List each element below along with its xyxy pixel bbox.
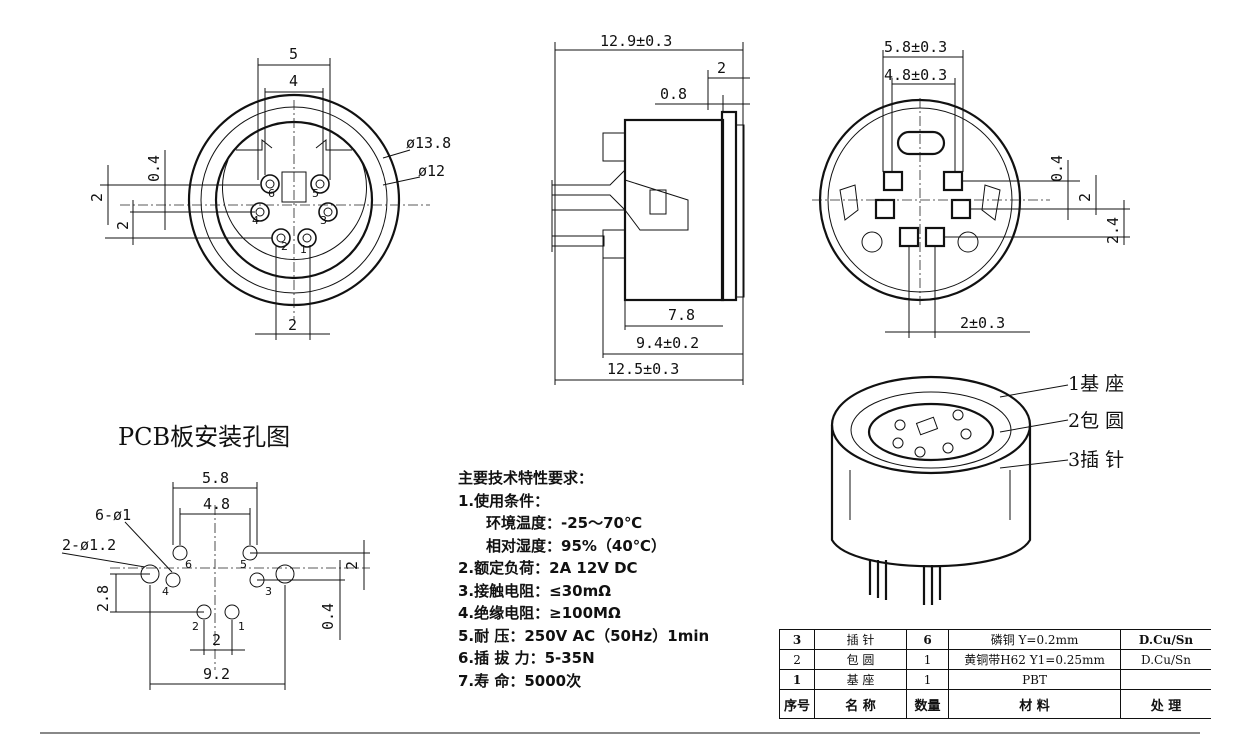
bom-material: PBT xyxy=(948,669,1122,690)
bom-header-finish: 处 理 xyxy=(1120,689,1212,719)
pcb-pin-2: 2 xyxy=(192,620,199,633)
pcb-pin-3: 3 xyxy=(265,585,272,598)
specs-title: 主要技术特性要求： xyxy=(458,469,594,487)
spec-item: 5.耐 压：250V AC（50Hz）1min xyxy=(458,626,710,645)
isometric-view: 1基 座 2包 圆 3插 针 xyxy=(830,373,1124,605)
bom-material: 磷铜 Y=0.2mm xyxy=(948,629,1122,650)
side-dim-12.5: 12.5±0.3 xyxy=(607,360,679,378)
front-pin-2: 2 xyxy=(281,240,288,253)
pcb-title: PCB板安装孔图 xyxy=(118,423,290,451)
bom-header-no: 序号 xyxy=(778,689,816,719)
spec-item: 6.插 拔 力：5-35N xyxy=(458,649,595,667)
spec-item: 3.接触电阻：≤30mΩ xyxy=(458,581,611,600)
bom-qty: 1 xyxy=(906,649,950,670)
part-label-shell: 2包 圆 xyxy=(1068,410,1124,432)
rear-dim-2: 2 xyxy=(1076,193,1094,202)
spec-item: 2.额定负荷：2A 12V DC xyxy=(458,559,638,577)
front-pin-1: 1 xyxy=(300,243,307,256)
front-pin-4: 4 xyxy=(252,214,259,227)
bom-no: 2 xyxy=(778,649,816,670)
pcb-dim-4.8: 4.8 xyxy=(203,495,230,513)
side-dim-2: 2 xyxy=(717,59,726,77)
bom-name: 基 座 xyxy=(814,669,908,690)
rear-view: 5.8±0.3 4.8±0.3 0.4 2 2.4 2±0.3 xyxy=(812,38,1130,338)
pcb-pin-5: 5 xyxy=(240,558,247,571)
technical-requirements: 主要技术特性要求： 1.使用条件： 环境温度：-25～70℃ 相对湿度：95%（… xyxy=(458,467,778,692)
pcb-dim-9.2: 9.2 xyxy=(203,665,230,683)
pcb-pin-4: 4 xyxy=(162,585,169,598)
front-dim-bottom: 2 xyxy=(288,316,297,334)
bom-no: 1 xyxy=(778,669,816,690)
spec-item: 4.绝缘电阻：≥100MΩ xyxy=(458,604,621,622)
table-row: 3 插 针 6 磷铜 Y=0.2mm D.Cu/Sn xyxy=(778,629,1212,650)
bom-qty: 1 xyxy=(906,669,950,690)
bom-finish xyxy=(1120,669,1212,690)
rear-dim-5.8: 5.8±0.3 xyxy=(884,38,947,56)
bom-finish: D.Cu/Sn xyxy=(1120,629,1212,650)
bom-material: 黄铜带H62 Y1=0.25mm xyxy=(948,649,1122,670)
front-view: 6 5 4 3 2 1 5 4 0.4 2 2 2 ø13.8 xyxy=(88,45,451,340)
pcb-dim-2-vertical: 2 xyxy=(343,561,361,570)
front-dim-04: 0.4 xyxy=(145,155,163,182)
pcb-dim-2.8: 2.8 xyxy=(94,585,112,612)
diameter-outer: ø13.8 xyxy=(406,134,451,152)
side-dim-0.8: 0.8 xyxy=(660,85,687,103)
pcb-layout: PCB板安装孔图 6 5 4 3 2 1 5.8 4.8 6-ø1 2-ø1.2… xyxy=(61,423,370,690)
table-row: 2 包 圆 1 黄铜带H62 Y1=0.25mm D.Cu/Sn xyxy=(778,649,1212,670)
part-label-base: 1基 座 xyxy=(1068,373,1124,395)
side-dim-12.9: 12.9±0.3 xyxy=(600,32,672,50)
table-header-row: 序号 名 称 数量 材 料 处 理 xyxy=(778,689,1212,719)
pcb-label-2holes: 2-ø1.2 xyxy=(62,536,116,554)
pcb-pin-1: 1 xyxy=(238,620,245,633)
side-view: 12.9±0.3 2 0.8 7.8 9.4±0.2 12.5±0.3 xyxy=(551,32,750,385)
pcb-pin-6: 6 xyxy=(185,558,192,571)
side-dim-9.4: 9.4±0.2 xyxy=(636,334,699,352)
bom-header-qty: 数量 xyxy=(906,689,950,719)
pcb-dim-0.4: 0.4 xyxy=(319,603,337,630)
bom-header-material: 材 料 xyxy=(948,689,1122,719)
front-dim-2b: 2 xyxy=(114,221,132,230)
bom-finish: D.Cu/Sn xyxy=(1120,649,1212,670)
front-dim-5: 5 xyxy=(289,45,298,63)
pcb-dim-2: 2 xyxy=(212,631,221,649)
bom-no: 3 xyxy=(778,629,816,650)
spec-item: 1.使用条件： xyxy=(458,491,550,510)
spec-item: 环境温度：-25～70℃ xyxy=(486,514,643,532)
spec-item: 7.寿 命：5000次 xyxy=(458,671,582,690)
table-row: 1 基 座 1 PBT xyxy=(778,669,1212,690)
front-dim-4: 4 xyxy=(289,72,298,90)
rear-dim-2.4: 2.4 xyxy=(1104,217,1122,244)
pcb-label-6holes: 6-ø1 xyxy=(95,506,131,524)
rear-dim-0.4: 0.4 xyxy=(1048,155,1066,182)
front-pin-6: 6 xyxy=(268,187,275,200)
front-dim-2a: 2 xyxy=(88,193,106,202)
rear-dim-4.8: 4.8±0.3 xyxy=(884,66,947,84)
bom-qty: 6 xyxy=(906,629,950,650)
rear-dim-bottom: 2±0.3 xyxy=(960,314,1005,332)
side-dim-7.8: 7.8 xyxy=(668,306,695,324)
part-label-pin: 3插 针 xyxy=(1068,449,1124,471)
bom-header-name: 名 称 xyxy=(814,689,908,719)
spec-item: 相对湿度：95%（40℃） xyxy=(486,536,666,555)
pcb-dim-5.8: 5.8 xyxy=(202,469,229,487)
bom-name: 包 圆 xyxy=(814,649,908,670)
front-pin-5: 5 xyxy=(312,187,319,200)
diameter-inner: ø12 xyxy=(418,162,445,180)
bom-name: 插 针 xyxy=(814,629,908,650)
bill-of-materials: 3 插 针 6 磷铜 Y=0.2mm D.Cu/Sn 2 包 圆 1 黄铜带H6… xyxy=(778,629,1212,719)
front-pin-3: 3 xyxy=(320,214,327,227)
